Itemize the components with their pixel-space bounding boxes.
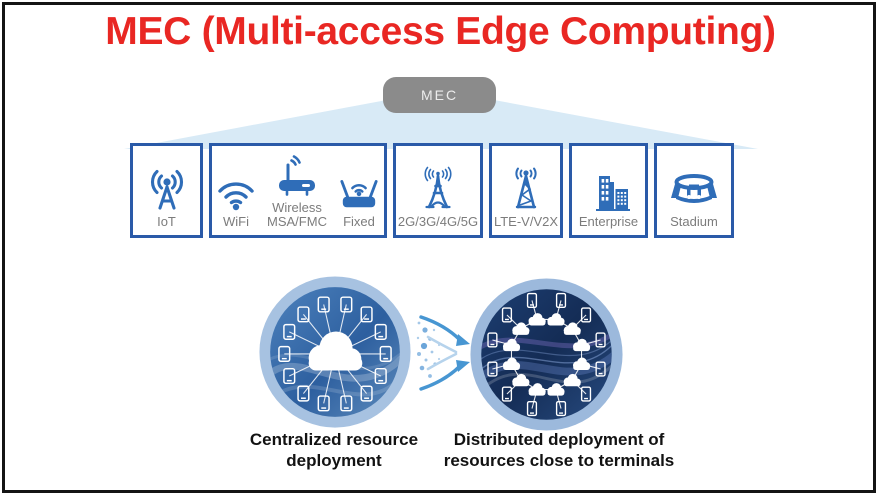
centralized-caption-line2: deployment: [286, 451, 382, 470]
transition-arrows-icon: [416, 315, 470, 391]
distributed-caption-line1: Distributed deployment of: [453, 430, 665, 449]
access-box-stadium: Stadium: [654, 143, 734, 238]
centralized-caption-line1: Centralized resource: [249, 430, 419, 449]
stadium-icon: [671, 174, 717, 203]
access-box-label: MSA/FMC: [267, 214, 327, 229]
access-box-cellular: 2G/3G/4G/5G: [393, 143, 483, 238]
access-box-label: 2G/3G/4G/5G: [397, 214, 479, 229]
distributed-caption-line2: resources close to terminals: [443, 451, 675, 470]
access-box-label: WiFi: [223, 214, 250, 229]
access-box-label: Stadium: [670, 214, 718, 229]
central-cloud-icon: [308, 331, 363, 371]
fan-connector: [124, 90, 758, 149]
access-box-lte: LTE-V/V2X: [489, 143, 563, 238]
access-box-label: Fixed: [343, 214, 375, 229]
mec-node-label: MEC: [420, 87, 459, 103]
wifi-icon: [218, 182, 254, 211]
access-box-label: LTE-V/V2X: [493, 214, 559, 229]
access-box-label: Enterprise: [578, 214, 639, 229]
access-box-enterprise: Enterprise: [569, 143, 648, 238]
enterprise-buildings-icon: [595, 176, 630, 211]
access-network-row: IoT WiFi: [130, 143, 734, 238]
mec-node: MEC: [383, 77, 496, 113]
lte-tower-icon: [515, 167, 537, 209]
access-box-label: IoT: [157, 214, 176, 229]
wireless-router-icon: [278, 155, 315, 196]
iot-antenna-icon: [150, 169, 183, 210]
distributed-cloud-diagram: [470, 278, 623, 431]
centralized-caption: Centralized resource deployment: [210, 429, 458, 471]
fixed-router-icon: [340, 180, 378, 208]
access-box-iot: IoT: [130, 143, 203, 238]
distributed-caption: Distributed deployment of resources clos…: [424, 429, 694, 471]
page-title: MEC (Multi-access Edge Computing): [105, 10, 776, 53]
access-box-label: Wireless: [272, 200, 322, 215]
cellular-tower-icon: [424, 166, 452, 209]
access-box-wifi-wireless-fixed: WiFi Wireless: [209, 143, 387, 238]
centralized-cloud-diagram: [259, 276, 411, 428]
